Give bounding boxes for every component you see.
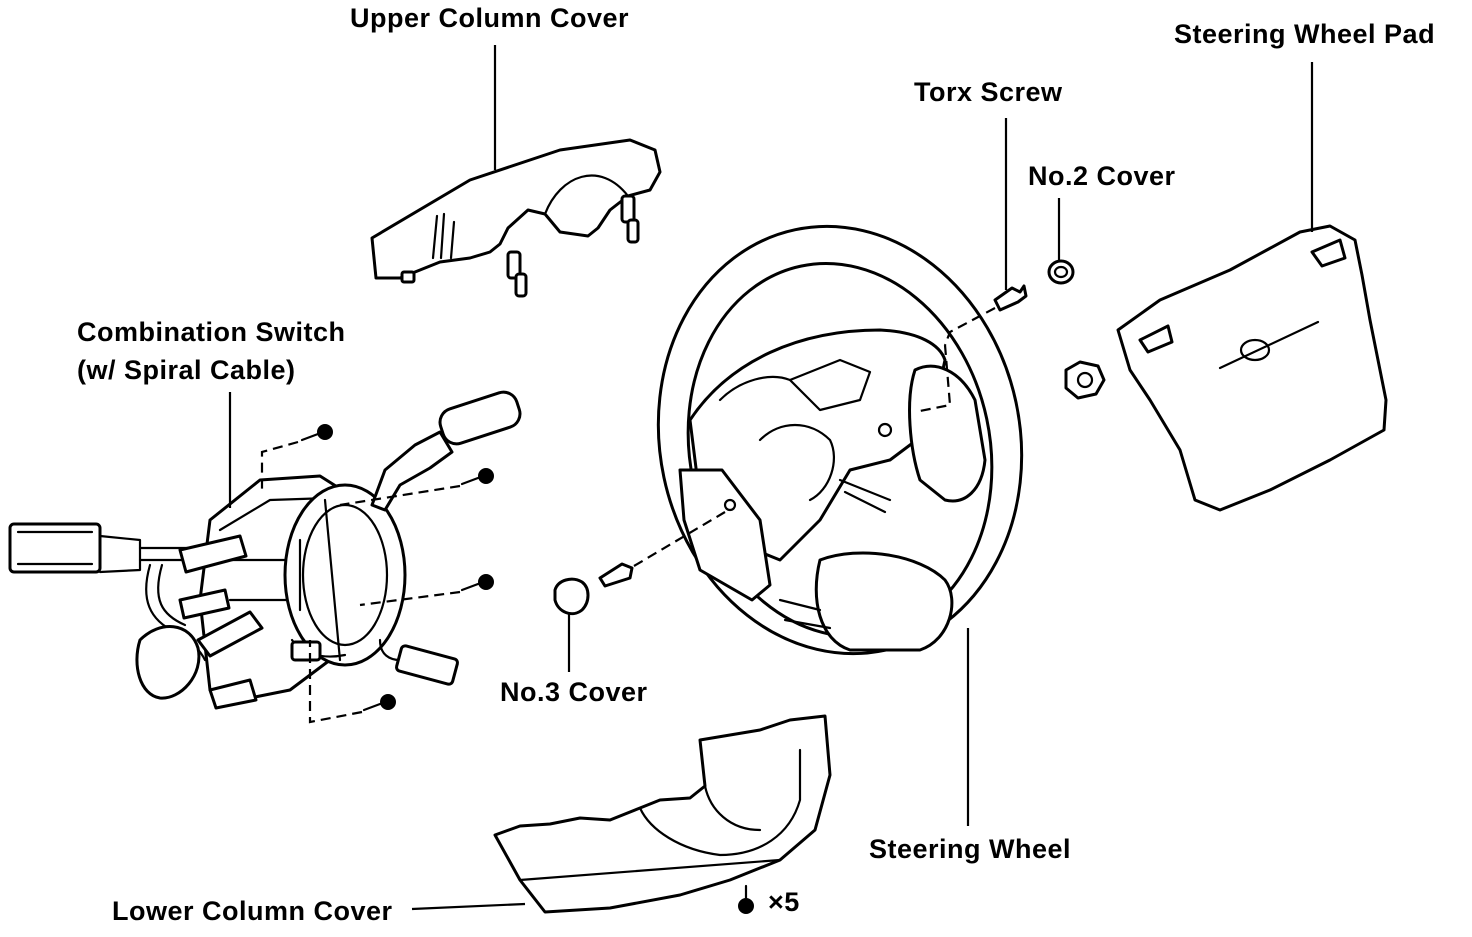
emblem-icon [1218,320,1320,370]
label-upper-column-cover: Upper Column Cover [350,3,630,33]
screw-icon [300,424,333,442]
label-spiral-cable: (w/ Spiral Cable) [77,355,296,385]
label-steering-wheel-pad: Steering Wheel Pad [1174,19,1436,49]
label-no3-cover: No.3 Cover [500,677,648,707]
steering-wheel-part [656,224,1024,656]
label-no2-cover: No.2 Cover [1028,161,1176,191]
label-screw-quantity: ×5 [768,887,800,917]
screw-icon [460,468,494,486]
torx-screw-icon [914,284,1028,414]
combination-switch-screws [260,424,494,724]
nut-icon [1064,360,1106,400]
upper-column-cover-part [370,138,662,298]
label-steering-wheel: Steering Wheel [869,834,1072,864]
lower-cover-screw-icon [738,884,754,914]
lower-column-cover-part [493,714,832,914]
screw-icon [460,574,494,592]
no3-cover-icon [553,577,590,616]
label-lower-column-cover: Lower Column Cover [112,896,393,926]
leader-lines [228,45,1314,911]
wheel-screw-icon [598,511,726,588]
combination-switch-part [8,390,522,710]
label-combination-switch: Combination Switch [77,317,346,347]
label-torx-screw: Torx Screw [914,77,1063,107]
screw-icon [362,694,396,712]
steering-wheel-pad-part [1116,224,1388,512]
no2-cover-icon [1047,259,1075,285]
